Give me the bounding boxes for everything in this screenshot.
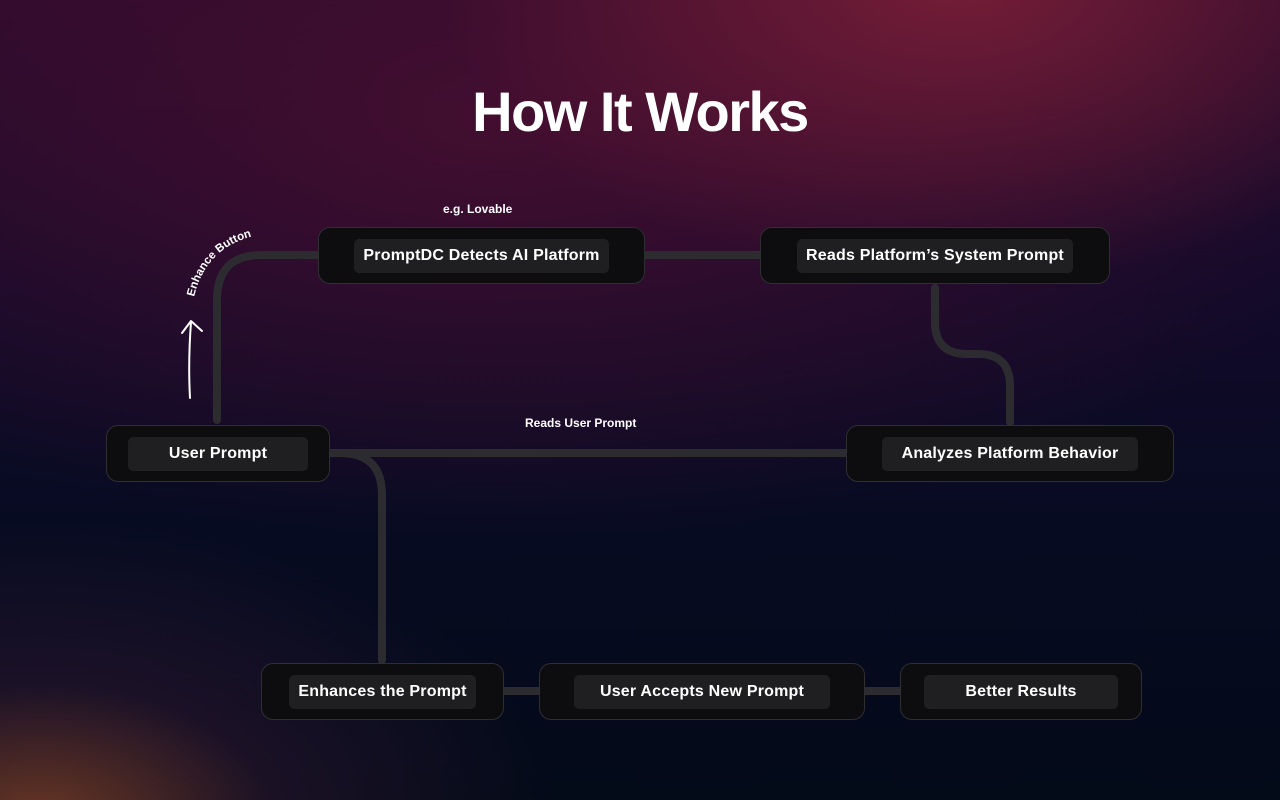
node-detects-platform: PromptDC Detects AI Platform — [318, 227, 645, 284]
node-enhances-prompt: Enhances the Prompt — [261, 663, 504, 720]
enhance-button-text: Enhance Button — [185, 228, 252, 298]
svg-text:Enhance Button: Enhance Button — [185, 228, 252, 298]
example-platform-label: e.g. Lovable — [443, 202, 513, 216]
connector-reads-to-analyzes — [931, 284, 1014, 426]
node-reads-system-prompt-label: Reads Platform’s System Prompt — [797, 238, 1073, 273]
node-accepts-prompt-label: User Accepts New Prompt — [573, 674, 831, 709]
page-title: How It Works — [472, 80, 809, 143]
connector-user-to-detects — [213, 251, 322, 424]
node-analyzes-behavior: Analyzes Platform Behavior — [846, 425, 1174, 482]
node-user-prompt: User Prompt — [106, 425, 330, 482]
node-better-results-label: Better Results — [924, 674, 1118, 709]
node-enhances-prompt-label: Enhances the Prompt — [289, 674, 476, 709]
node-user-prompt-label: User Prompt — [127, 436, 309, 471]
enhance-button-label: Enhance Button — [180, 215, 290, 305]
node-reads-system-prompt: Reads Platform’s System Prompt — [760, 227, 1110, 284]
node-accepts-prompt: User Accepts New Prompt — [539, 663, 865, 720]
hand-drawn-arrow-icon — [181, 320, 203, 399]
node-better-results: Better Results — [900, 663, 1142, 720]
node-analyzes-behavior-label: Analyzes Platform Behavior — [881, 436, 1139, 471]
reads-user-prompt-label: Reads User Prompt — [525, 416, 637, 430]
connector-user-to-enhances — [336, 449, 386, 664]
node-detects-platform-label: PromptDC Detects AI Platform — [354, 238, 609, 273]
